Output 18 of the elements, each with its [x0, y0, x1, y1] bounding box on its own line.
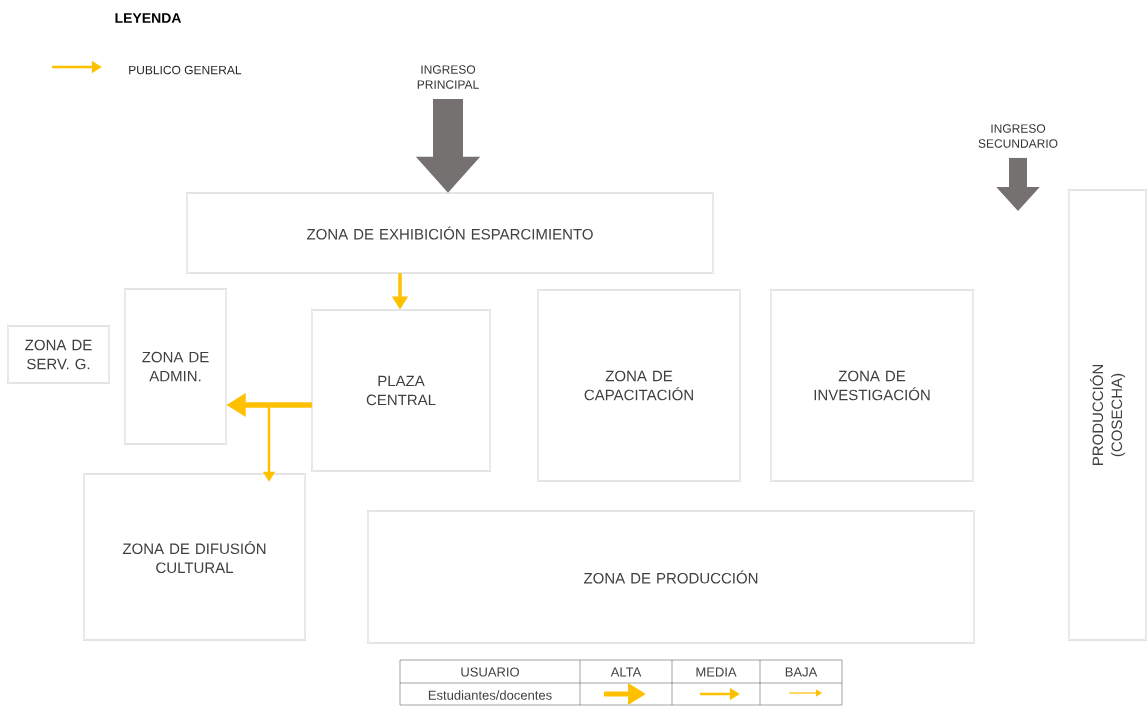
- table-cell: Estudiantes/docentes: [428, 690, 552, 700]
- zone-box: ZONA DE PRODUCCIÓN: [367, 510, 975, 644]
- zone-box: ZONA DE INVESTIGACIÓN: [770, 289, 974, 482]
- zone-box: PRODUCCIÓN (COSECHA): [1068, 189, 1147, 641]
- entrance-label: INGRESO PRINCIPAL: [417, 65, 479, 89]
- zone-box: ZONA DE CAPACITACIÓN: [537, 289, 741, 482]
- table-cell: ALTA: [610, 667, 642, 677]
- section-heading: LEYENDA: [115, 13, 182, 23]
- table-cell: USUARIO: [461, 667, 519, 677]
- legend-text: PUBLICO GENERAL: [129, 65, 242, 75]
- zone-box: ZONA DE SERV. G.: [7, 325, 110, 384]
- zone-box: ZONA DE ADMIN.: [124, 288, 227, 445]
- table-cell: MEDIA: [696, 667, 737, 677]
- zone-box: PLAZA CENTRAL: [311, 309, 491, 472]
- entrance-label: INGRESO SECUNDARIO: [978, 124, 1058, 148]
- table-cell: BAJA: [785, 667, 818, 677]
- zone-box: ZONA DE EXHIBICIÓN ESPARCIMIENTO: [186, 192, 714, 274]
- zone-box: ZONA DE DIFUSIÓN CULTURAL: [83, 473, 306, 641]
